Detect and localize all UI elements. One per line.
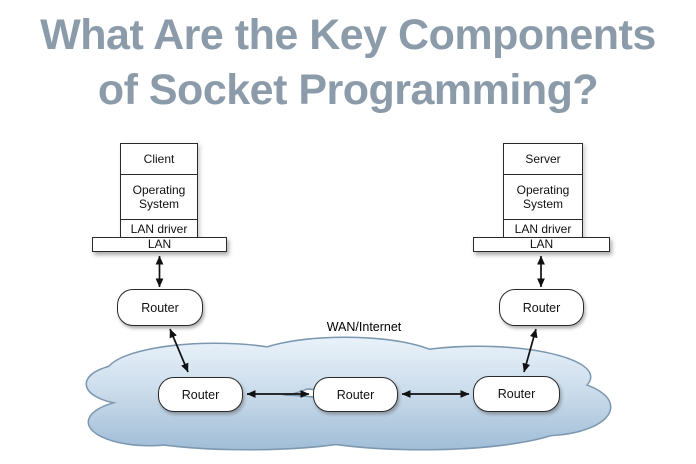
- server-lan-driver-label: LAN driver: [514, 221, 572, 236]
- arrow-server-router-to-wan: [522, 328, 538, 373]
- client-os-label: Operating System: [132, 183, 186, 211]
- client-lan-bar: LAN: [92, 237, 227, 252]
- server-stack: Server Operating System LAN driver: [503, 143, 583, 238]
- wan-router-2-label: Router: [336, 387, 375, 402]
- client-router-label: Router: [141, 300, 179, 315]
- page-title-line-1: What Are the Key Components: [40, 11, 656, 59]
- page-title-line-2: of Socket Programming?: [97, 66, 599, 114]
- wan-internet-label: WAN/Internet: [326, 320, 402, 334]
- client-application-label: Client: [143, 152, 175, 166]
- server-application-box: Server: [503, 143, 583, 175]
- client-lan-driver-box: LAN driver: [120, 219, 198, 238]
- server-router-label: Router: [522, 300, 561, 315]
- link-arrows: [155, 255, 545, 398]
- server-lan-label: LAN: [529, 237, 554, 251]
- server-os-label: Operating System: [516, 183, 570, 211]
- server-lan-bar: LAN: [473, 237, 610, 252]
- arrow-client-router-to-wan: [169, 328, 189, 373]
- wan-router-1-box: Router: [158, 377, 243, 412]
- wan-router-1-label: Router: [181, 387, 220, 402]
- client-router-box: Router: [117, 289, 203, 326]
- server-router-box: Router: [499, 289, 584, 326]
- client-stack: Client Operating System LAN driver: [120, 143, 198, 238]
- server-application-label: Server: [525, 152, 561, 166]
- server-lan-driver-box: LAN driver: [503, 219, 583, 238]
- page-title: What Are the Key Components of Socket Pr…: [0, 8, 696, 118]
- client-lan-driver-label: LAN driver: [130, 221, 188, 236]
- wan-router-3-label: Router: [497, 387, 536, 401]
- client-lan-label: LAN: [147, 237, 172, 251]
- client-application-box: Client: [120, 143, 198, 175]
- server-os-box: Operating System: [503, 173, 583, 221]
- client-os-box: Operating System: [120, 173, 198, 221]
- wan-router-2-box: Router: [313, 377, 398, 412]
- wan-router-3-box: Router: [473, 376, 560, 412]
